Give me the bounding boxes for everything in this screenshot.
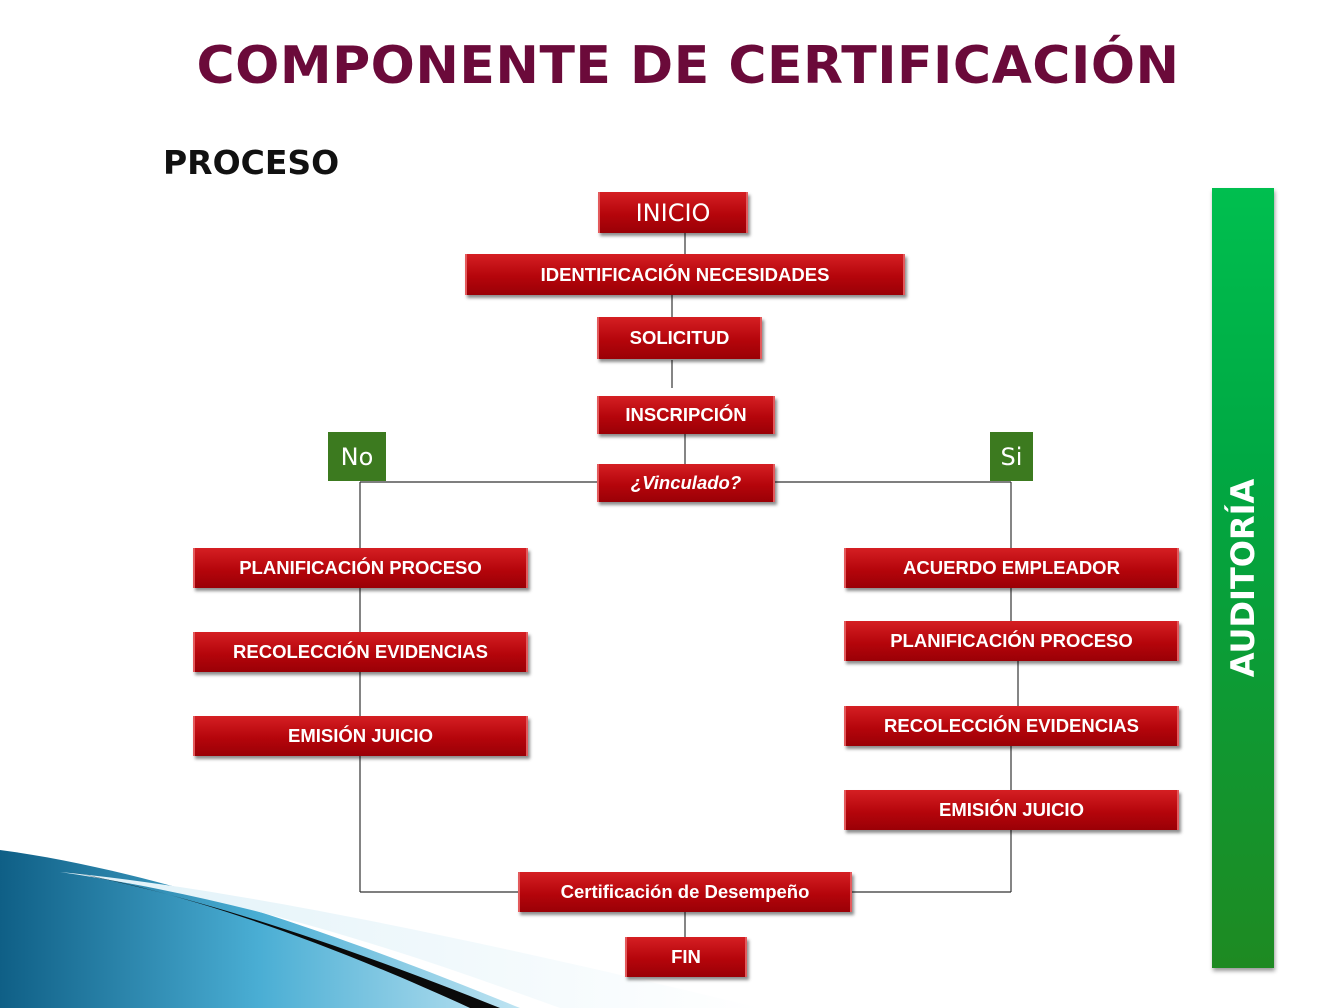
node-left-planificacion: PLANIFICACIÓN PROCESO bbox=[193, 548, 528, 588]
node-inscripcion: INSCRIPCIÓN bbox=[597, 396, 775, 434]
page-title: COMPONENTE DE CERTIFICACIÓN bbox=[196, 36, 1180, 96]
node-fin: FIN bbox=[625, 937, 747, 977]
branch-yes-tag: Si bbox=[990, 432, 1033, 481]
node-left-emision: EMISIÓN JUICIO bbox=[193, 716, 528, 756]
node-right-planificacion: PLANIFICACIÓN PROCESO bbox=[844, 621, 1179, 661]
node-inicio: INICIO bbox=[598, 192, 748, 233]
page-subtitle: PROCESO bbox=[163, 143, 340, 182]
node-vinculado: ¿Vinculado? bbox=[597, 464, 775, 502]
node-right-emision: EMISIÓN JUICIO bbox=[844, 790, 1179, 830]
node-certificacion-desempeno: Certificación de Desempeño bbox=[518, 872, 852, 912]
node-left-recoleccion: RECOLECCIÓN EVIDENCIAS bbox=[193, 632, 528, 672]
node-right-acuerdo: ACUERDO EMPLEADOR bbox=[844, 548, 1179, 588]
node-right-recoleccion: RECOLECCIÓN EVIDENCIAS bbox=[844, 706, 1179, 746]
node-solicitud: SOLICITUD bbox=[597, 317, 762, 359]
auditoria-sidebar: AUDITORÍA bbox=[1212, 188, 1274, 968]
branch-no-tag: No bbox=[328, 432, 386, 481]
auditoria-label: AUDITORÍA bbox=[1224, 478, 1262, 678]
node-identificacion-necesidades: IDENTIFICACIÓN NECESIDADES bbox=[465, 254, 905, 295]
